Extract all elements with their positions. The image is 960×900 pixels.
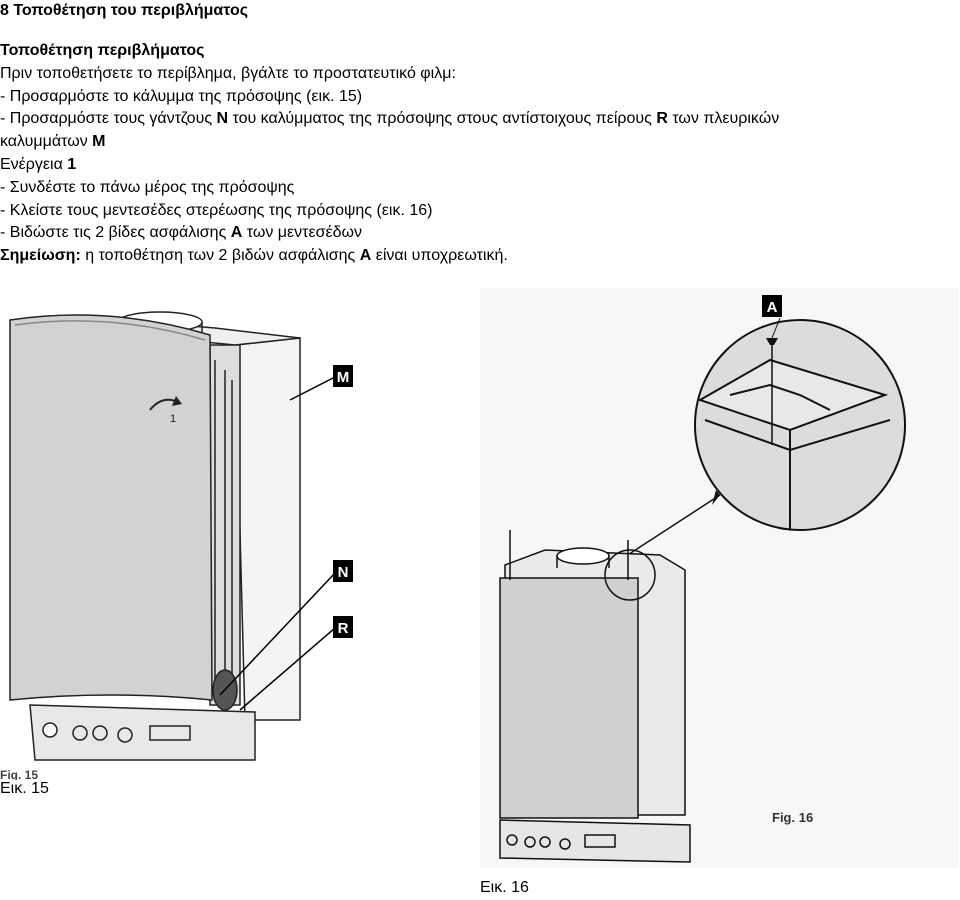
label-a: A (230, 224, 243, 242)
note-line: Σημείωση: η τοποθέτηση των 2 βιδών ασφάλ… (0, 245, 960, 268)
instructions-text: 8 Τοποθέτηση του περιβλήματος Τοποθέτηση… (0, 0, 960, 268)
intro-line: Πριν τοποθετήσετε το περίβλημα, βγάλτε τ… (0, 64, 456, 82)
step-text: - Προσαρμόστε τους γάντζους (0, 110, 217, 128)
action-text: Ενέργεια (0, 155, 68, 173)
figure-15-inner-caption: Fig. 15 (0, 768, 38, 780)
step-text: - Βιδώστε τις 2 βίδες ασφάλισης (0, 224, 231, 242)
step-close-hinges: - Κλείστε τους μεντεσέδες στερέωσης της … (0, 201, 433, 219)
step-text: καλυμμάτων (0, 133, 93, 151)
note-text: είναι υποχρεωτική. (371, 247, 508, 265)
step-adjust-hooks-cont: καλυμμάτων M (0, 131, 960, 154)
step-text: των μεντεσέδων (242, 224, 362, 242)
label-n: N (216, 110, 229, 128)
action-number-label: 1 (170, 413, 176, 425)
label-a: A (767, 299, 778, 316)
figure-15-illustration: M N R 1 Fig. 15 (0, 311, 353, 780)
step-connect-top: - Συνδέστε το πάνω μέρος της πρόσοψης (0, 178, 295, 196)
step-adjust-cover: - Προσαρμόστε το κάλυμμα της πρόσοψης (ε… (0, 87, 363, 105)
step-text: του καλύμματος της πρόσοψης στους αντίστ… (228, 110, 657, 128)
figure-15-caption: Εικ. 15 (0, 780, 49, 797)
note-text: η τοποθέτηση των 2 βιδών ασφάλισης (80, 247, 360, 265)
label-a: A (359, 247, 372, 265)
step-screws: - Βιδώστε τις 2 βίδες ασφάλισης A των με… (0, 222, 960, 245)
action-number: 1 (67, 155, 77, 173)
section-title: 8 Τοποθέτηση του περιβλήματος (0, 2, 249, 19)
step-adjust-hooks: - Προσαρμόστε τους γάντζους N του καλύμμ… (0, 108, 960, 131)
label-n: N (338, 564, 349, 581)
label-m: M (337, 369, 350, 386)
label-m: M (92, 133, 106, 151)
note-label: Σημείωση: (0, 247, 81, 265)
subsection-title: Τοποθέτηση περιβλήματος (0, 42, 205, 59)
figure-16-caption: Εικ. 16 (480, 879, 529, 896)
action-line: Ενέργεια 1 (0, 154, 960, 177)
label-r: R (656, 110, 668, 128)
figure-16-inner-caption: Fig. 16 (772, 810, 813, 825)
label-r: R (338, 620, 349, 637)
step-text: των πλευρικών (667, 110, 780, 128)
figure-16-illustration: A Fig. 16 (480, 288, 958, 868)
